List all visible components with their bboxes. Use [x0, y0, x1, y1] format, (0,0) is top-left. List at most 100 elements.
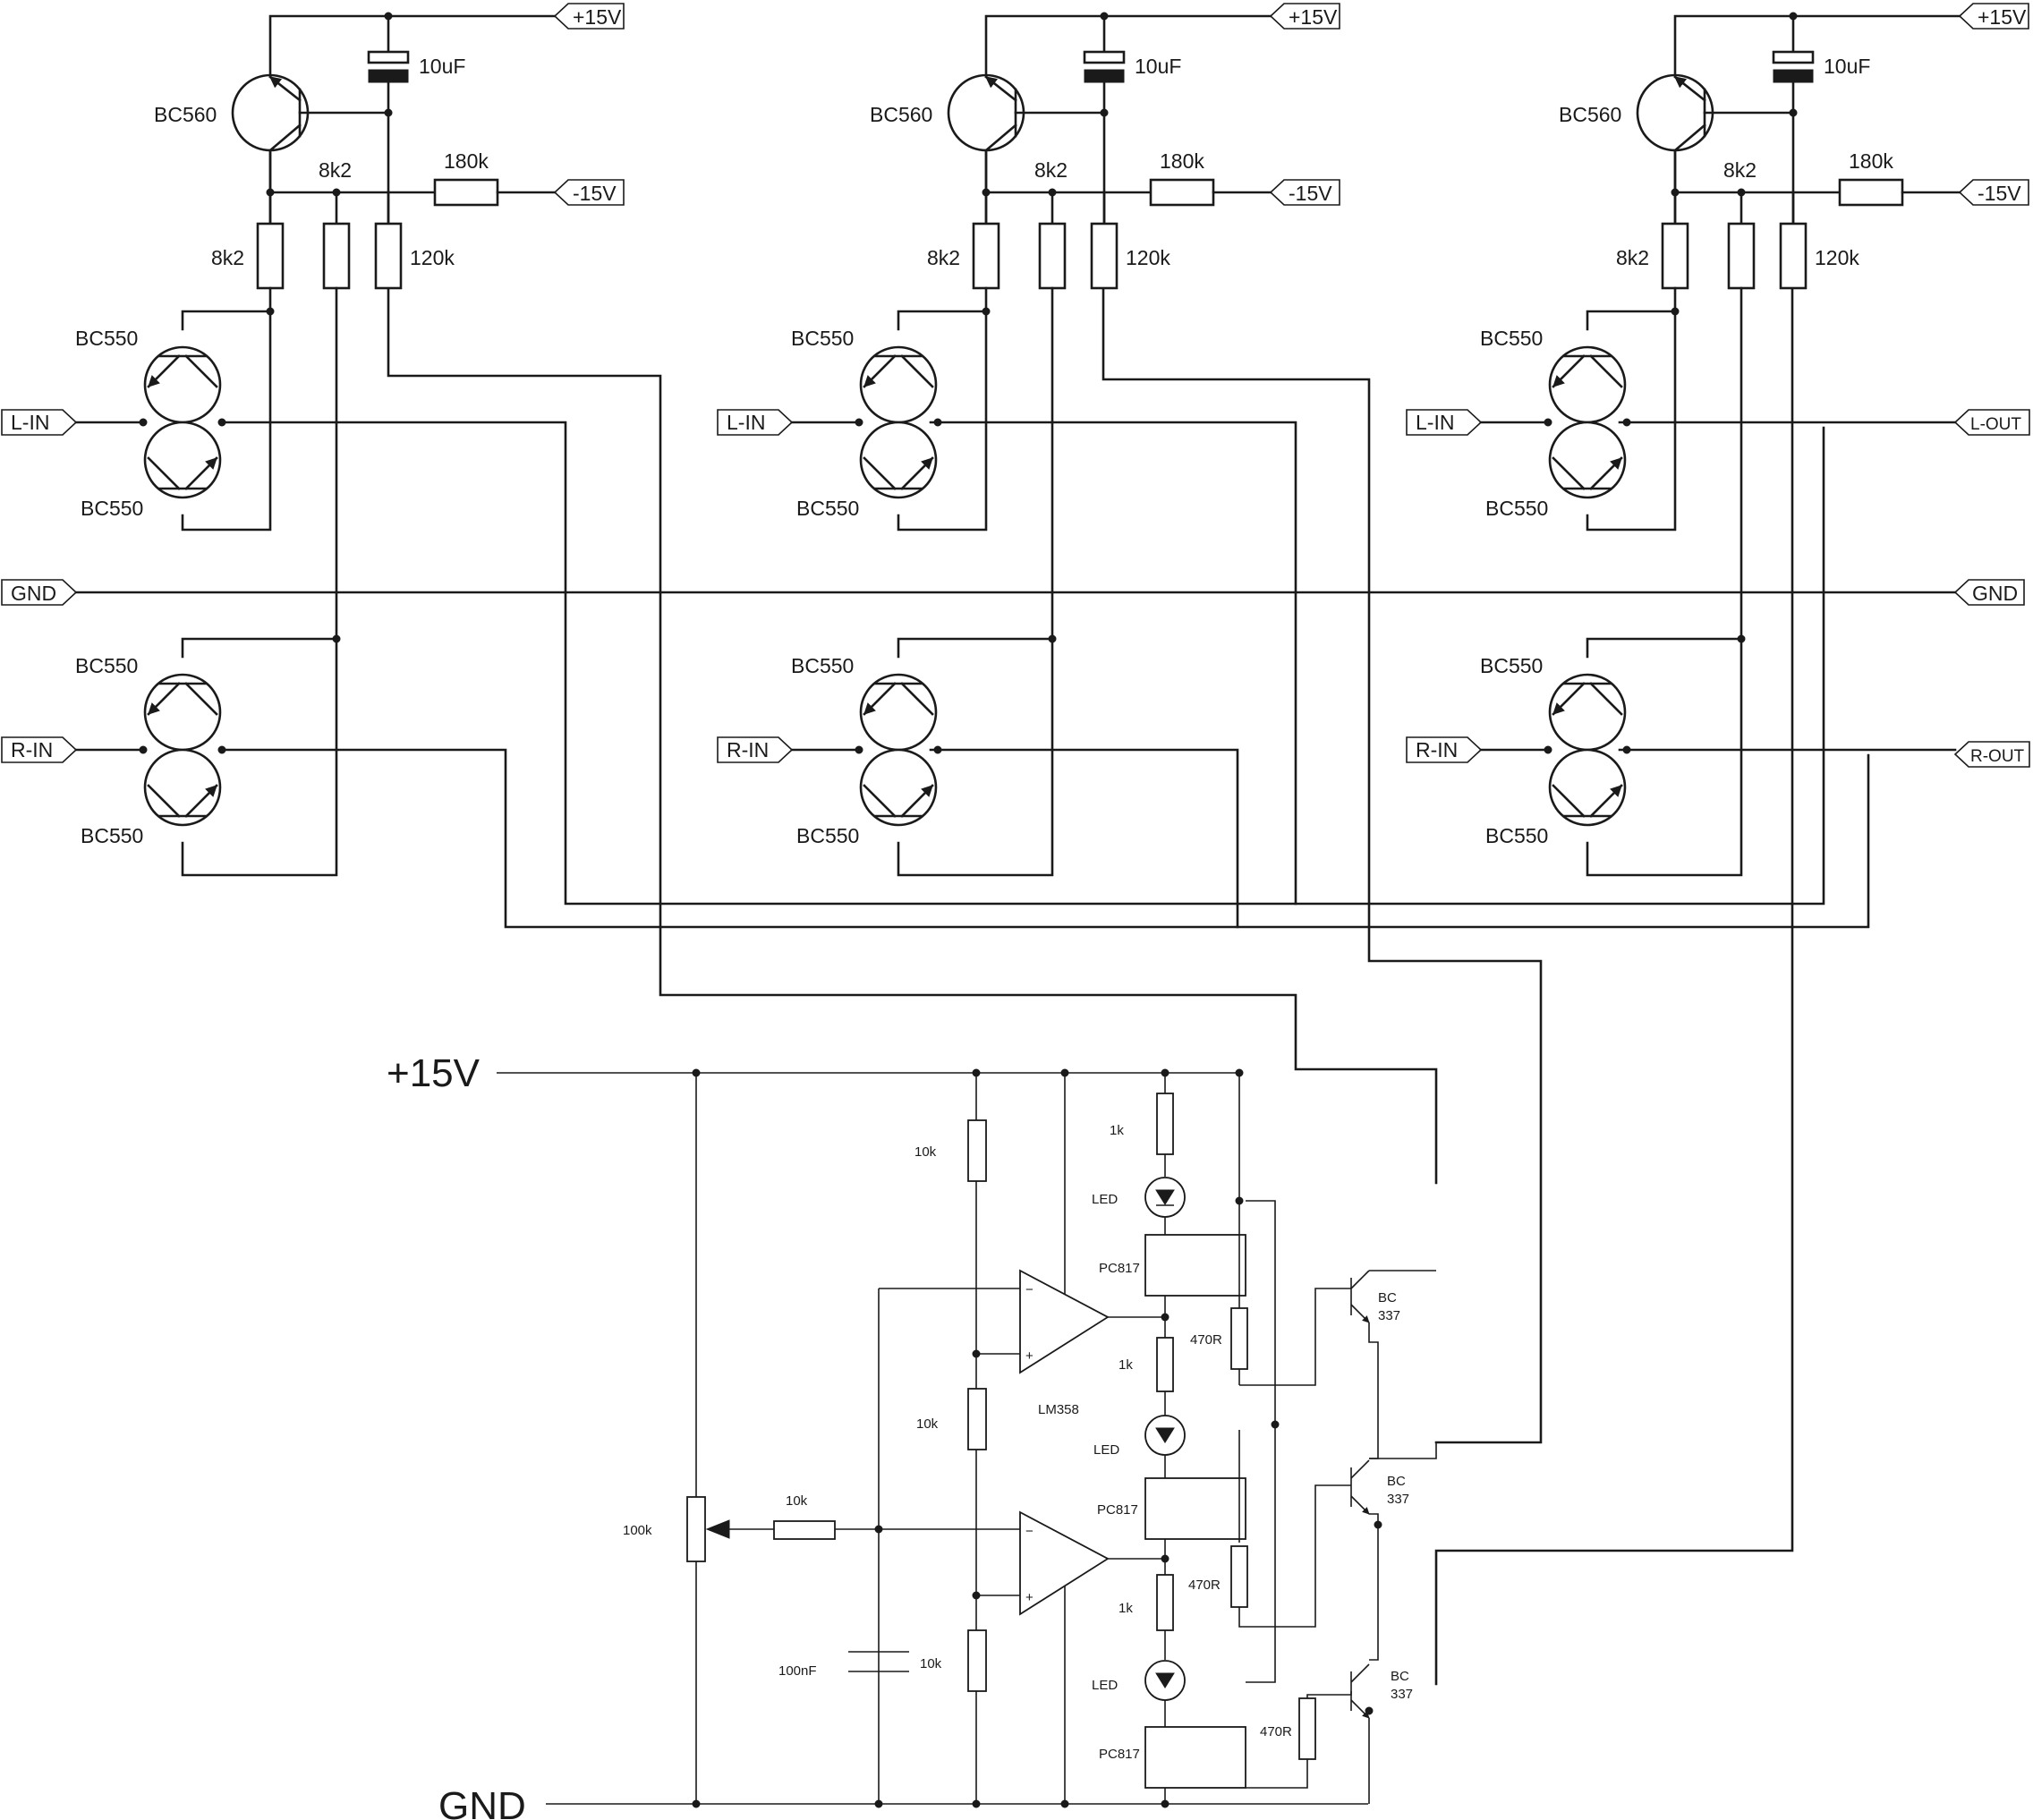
stage-3-l-bc550-upper-label: BC550 — [1480, 327, 1543, 350]
stage-1-cap-label: 10uF — [419, 55, 465, 78]
stage-1-m15-tag — [553, 179, 625, 206]
stage-2-m15-label: -15V — [1289, 182, 1332, 205]
gnd-right-tag: GND — [1953, 579, 2025, 606]
resistor-1k-top — [1156, 1093, 1174, 1155]
controller-junctions — [692, 1068, 1382, 1808]
l-out-tag: L-OUT — [1953, 409, 2030, 436]
stage-3-r180k-label: 180k — [1849, 149, 1893, 173]
pc817-1-label: PC817 — [1099, 1261, 1140, 1276]
stage-2-cap-label: 10uF — [1135, 55, 1181, 78]
lm358-label: LM358 — [1038, 1402, 1079, 1417]
stage-2-r8k2-top-label: 8k2 — [1034, 158, 1068, 182]
stage-1-bc560-label: BC560 — [154, 103, 217, 126]
stage-3-cap-10uf — [1772, 50, 1815, 64]
resistor-1k-bot — [1156, 1574, 1174, 1631]
stage-1-r-bc550-lower — [143, 748, 222, 827]
led3-label: LED — [1092, 1678, 1118, 1693]
stage-3-l-in-tag — [1406, 409, 1483, 436]
pot-wiper-arrow — [705, 1519, 730, 1539]
gnd-left-label: GND — [11, 582, 56, 605]
stage-1-r-bc550-upper — [143, 673, 222, 752]
stage-2-resistor-180k — [1149, 178, 1215, 207]
controller-section: +15V GND 100k 10k 100nF 10k 10k 10k — [387, 1051, 1437, 1820]
stage-2-p15-wire — [984, 14, 1272, 194]
stage-3-m15-tag — [1958, 179, 2029, 206]
stage-2-p15-label: +15V — [1289, 5, 1338, 29]
resistor-10k-in — [773, 1520, 836, 1540]
stage-1-r180k-label: 180k — [444, 149, 489, 173]
r470-1-label: 470R — [1190, 1332, 1222, 1348]
pc817-3-label: PC817 — [1099, 1747, 1140, 1762]
stage-2-l-bc550-upper-label: BC550 — [791, 327, 854, 350]
stage-3-p15-tag — [1958, 3, 2029, 30]
stage-3-bc560-label: BC560 — [1559, 103, 1621, 126]
stage-2-r180k-label: 180k — [1160, 149, 1204, 173]
stage-3-r-in-tag — [1406, 736, 1483, 763]
stage-1-resistor-180k — [433, 178, 499, 207]
stage-3-l-bc550-lower — [1548, 421, 1627, 499]
stage-1-l-bc550-lower — [143, 421, 222, 499]
stage-2-r-bc550-lower-label: BC550 — [796, 824, 859, 847]
ctrl-p15-label: +15V — [387, 1051, 481, 1095]
resistor-470r-2 — [1230, 1545, 1248, 1608]
stage-2-l-bc550-lower-label: BC550 — [796, 497, 859, 520]
stage-2-l-in-label: L-IN — [727, 411, 765, 434]
stage-2-r8k2-left-label: 8k2 — [927, 246, 960, 269]
r470-3-label: 470R — [1260, 1724, 1292, 1739]
interconnect-wires — [74, 286, 1957, 1686]
stage-2-r120k-label: 120k — [1126, 246, 1170, 269]
stage-3-p15-wire — [1673, 14, 1961, 194]
stage-1-p15-label: +15V — [573, 5, 622, 29]
stage-1-r120k-label: 120k — [410, 246, 455, 269]
stage-1-cap-10uf — [367, 50, 410, 64]
stage-1-resistor-8k2-a — [256, 222, 285, 290]
stage-1-r-bc550-lower-label: BC550 — [81, 824, 143, 847]
r10k-bot-label: 10k — [920, 1656, 942, 1671]
pc817-2-label: PC817 — [1097, 1502, 1138, 1518]
r1k-mid-label: 1k — [1119, 1357, 1133, 1373]
stage-2-p15-tag — [1269, 3, 1340, 30]
stage-3-r8k2-left-label: 8k2 — [1616, 246, 1649, 269]
bc337-3-label-b: 337 — [1391, 1687, 1413, 1702]
stage-2-l-bc550-lower — [859, 421, 938, 499]
stage-3-r-bc550-lower-label: BC550 — [1485, 824, 1548, 847]
stage-2-r-bc550-upper-label: BC550 — [791, 654, 854, 677]
r10k-mid-label: 10k — [916, 1416, 939, 1432]
stage-3-m15-label: -15V — [1978, 182, 2021, 205]
stage-2-resistor-8k2-a — [972, 222, 1000, 290]
r10k-in-label: 10k — [786, 1493, 808, 1509]
stage-3-r-bc550-lower — [1548, 748, 1627, 827]
stage-2-l-in-tag — [717, 409, 794, 436]
stage-3-resistor-8k2-b — [1727, 222, 1756, 290]
stage-2-r-bc550-upper — [859, 673, 938, 752]
led2-label: LED — [1093, 1442, 1119, 1458]
resistor-470r-3 — [1298, 1697, 1316, 1760]
stage-3-l-bc550-upper — [1548, 345, 1627, 424]
r1k-top-label: 1k — [1110, 1123, 1124, 1138]
stage-1-l-in-tag — [1, 409, 78, 436]
stage-1-r-bc550-upper-label: BC550 — [75, 654, 138, 677]
stage-2-cap-10uf — [1083, 50, 1126, 64]
bc337-2-label-a: BC — [1387, 1474, 1406, 1489]
stage-1-l-bc550-upper-label: BC550 — [75, 327, 138, 350]
stage-1-resistor-120k — [374, 222, 403, 290]
stage-3-cap-label: 10uF — [1824, 55, 1870, 78]
r-out-label: R-OUT — [1970, 747, 2025, 766]
stage-1-p15-wire — [268, 14, 557, 194]
resistor-10k-top — [967, 1119, 987, 1182]
l-out-label: L-OUT — [1970, 415, 2021, 434]
r-out-tag: R-OUT — [1953, 741, 2030, 768]
stage-3-l-bc550-lower-label: BC550 — [1485, 497, 1548, 520]
resistor-10k-mid — [967, 1388, 987, 1450]
stage-2-m15-tag — [1269, 179, 1340, 206]
r470-2-label: 470R — [1188, 1578, 1221, 1593]
pot-100k — [686, 1496, 706, 1562]
stage-3-r-bc550-upper-label: BC550 — [1480, 654, 1543, 677]
stage-3-resistor-8k2-a — [1661, 222, 1689, 290]
stage-2-r-bc550-lower — [859, 748, 938, 827]
opamp-upper — [1019, 1269, 1110, 1374]
